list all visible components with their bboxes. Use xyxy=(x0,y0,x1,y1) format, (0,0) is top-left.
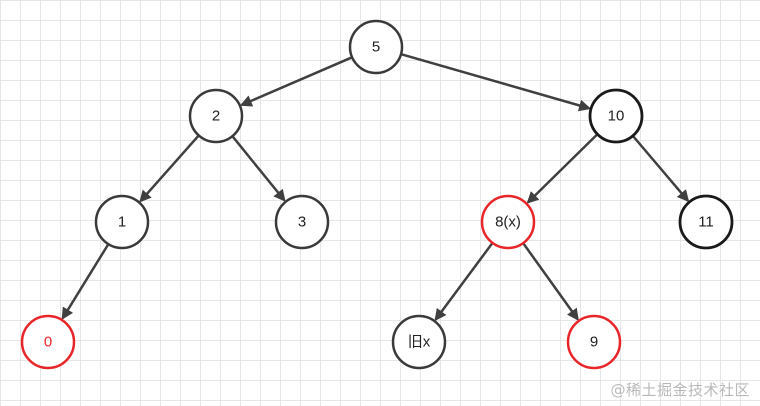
edge-n2-n3 xyxy=(232,136,286,202)
node-label: 2 xyxy=(212,108,220,125)
edge-n8-n9 xyxy=(522,243,579,321)
node-circle xyxy=(348,19,404,75)
nodes-layer: 5 2 10 1 3 8(x) 11 0 旧x 9 xyxy=(20,19,734,370)
tree-node-n2: 2 xyxy=(188,88,244,144)
tree-node-n9: 9 xyxy=(566,314,622,370)
node-label: 9 xyxy=(590,334,598,351)
edge-n10-n8 xyxy=(526,134,598,204)
node-circle xyxy=(480,194,536,250)
node-label: 10 xyxy=(608,108,625,125)
node-circle xyxy=(588,88,644,144)
node-circle xyxy=(274,194,330,250)
node-label: 3 xyxy=(298,214,306,231)
edge-n5-n10 xyxy=(401,53,592,112)
node-circle xyxy=(94,194,150,250)
edge-n5-n2 xyxy=(239,56,352,107)
edge-n1-n0 xyxy=(61,244,109,320)
edge-n10-n11 xyxy=(632,135,690,203)
tree-node-n1: 1 xyxy=(94,194,150,250)
node-circle xyxy=(566,314,622,370)
node-label: 1 xyxy=(118,214,126,231)
node-label: 5 xyxy=(372,39,380,56)
tree-node-nold: 旧x xyxy=(391,314,447,370)
node-label: 0 xyxy=(44,334,52,351)
node-circle xyxy=(188,88,244,144)
edge-n8-nold xyxy=(434,242,493,322)
node-circle xyxy=(20,314,76,370)
tree-node-n5: 5 xyxy=(348,19,404,75)
tree-node-n0: 0 xyxy=(20,314,76,370)
edges-layer xyxy=(61,53,690,322)
node-label: 11 xyxy=(698,214,714,231)
tree-node-n11: 11 xyxy=(678,194,734,250)
tree-node-n3: 3 xyxy=(274,194,330,250)
tree-node-n8: 8(x) xyxy=(480,194,536,250)
edge-n2-n1 xyxy=(139,135,200,203)
node-circle xyxy=(391,314,447,370)
watermark: @稀土掘金技术社区 xyxy=(610,381,750,399)
node-label: 8(x) xyxy=(495,214,521,231)
tree-node-n10: 10 xyxy=(588,88,644,144)
node-label: 旧x xyxy=(408,334,431,351)
node-circle xyxy=(678,194,734,250)
